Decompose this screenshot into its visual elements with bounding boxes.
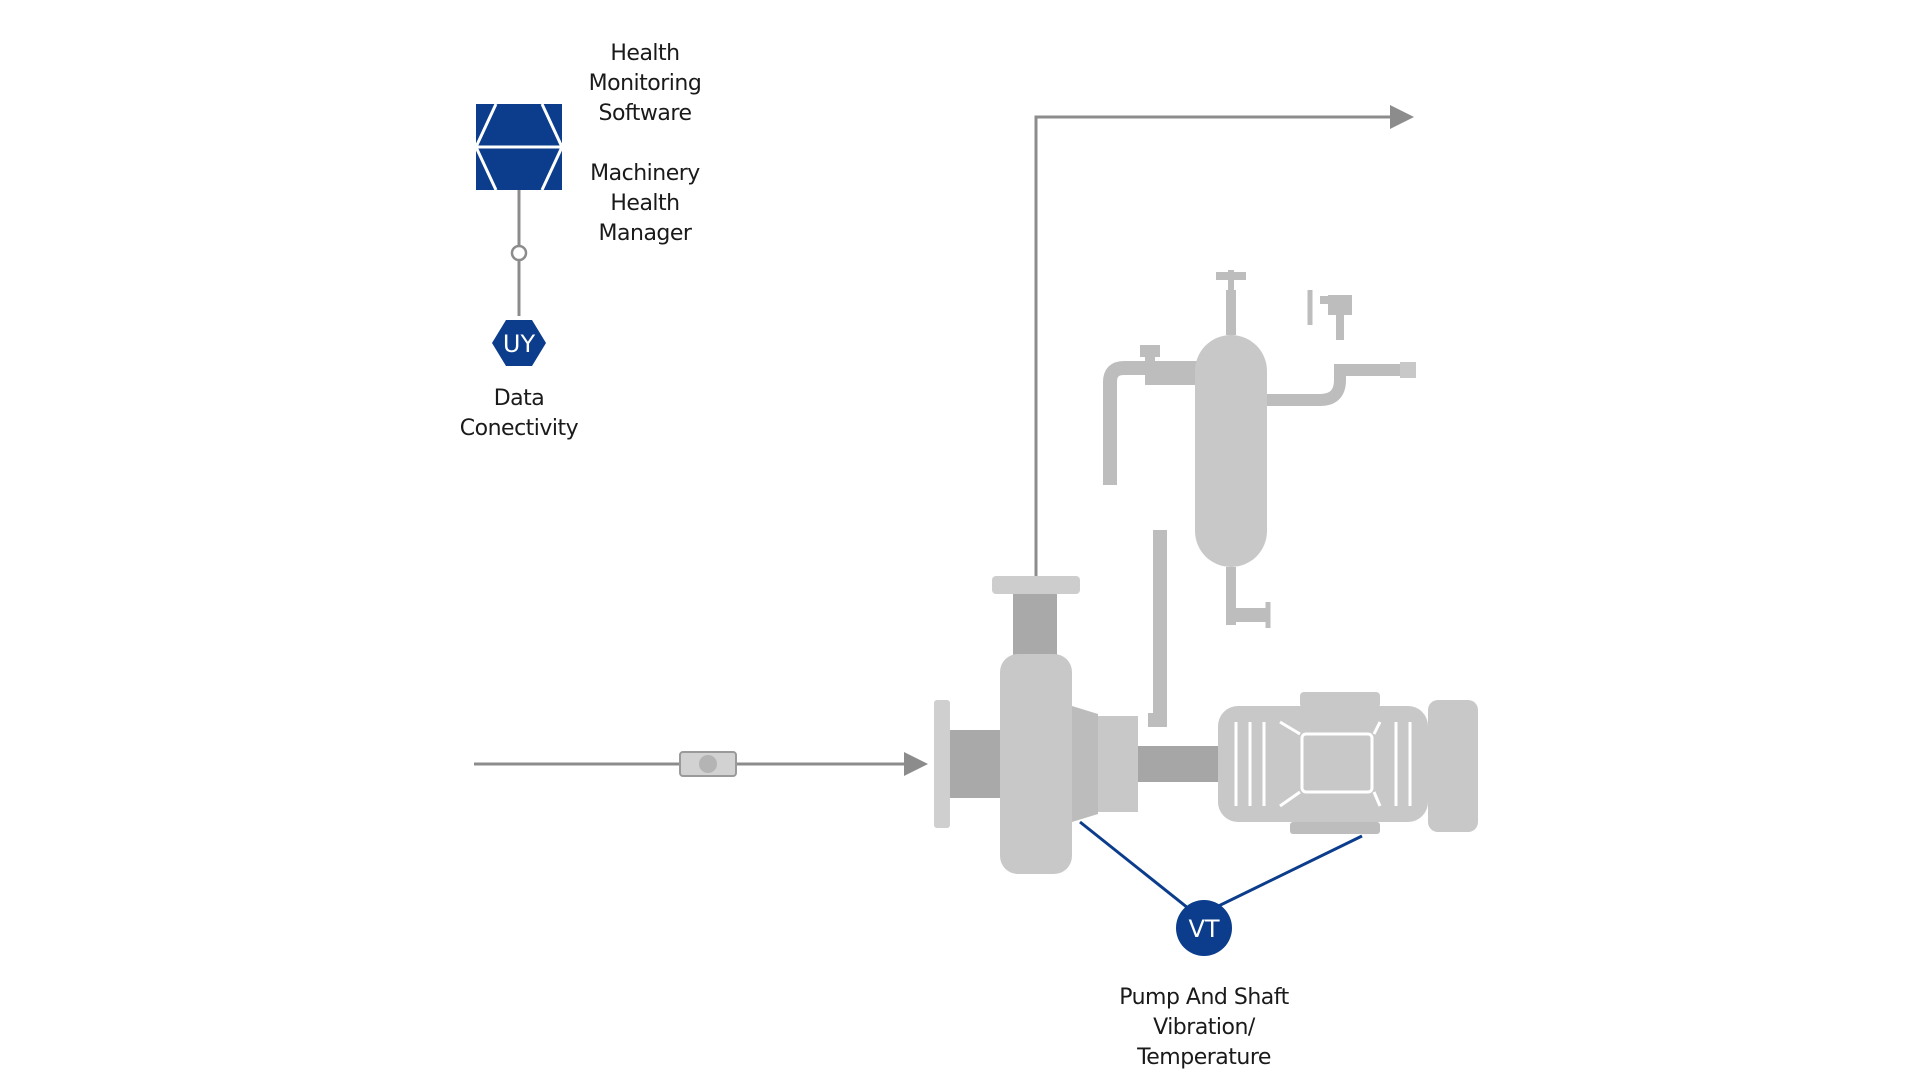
manager-label-line: Manager: [598, 221, 692, 246]
sensor-label-line: Temperature: [1137, 1045, 1271, 1070]
health-monitoring-software-icon: [474, 103, 564, 191]
connectivity-label-line: Data: [493, 386, 545, 411]
vibration-transmitter-badge-text: VT: [1188, 915, 1219, 943]
manager-label: Machinery Health Manager: [560, 159, 730, 249]
software-label-line: Health: [610, 41, 680, 66]
electric-motor-icon: [1218, 692, 1478, 834]
sensor-label-line: Pump And Shaft: [1119, 985, 1289, 1010]
sensor-label-line: Vibration/: [1153, 1015, 1255, 1040]
seal-pot-vessel-icon: [1103, 270, 1416, 727]
sensor-label: Pump And Shaft Vibration/ Temperature: [1094, 983, 1314, 1073]
suction-arrow-icon: [904, 752, 928, 776]
software-label-line: Monitoring: [588, 71, 702, 96]
manager-label-line: Machinery: [590, 161, 700, 186]
software-label-line: Software: [598, 101, 692, 126]
centrifugal-pump-icon: [934, 576, 1218, 874]
software-label: Health Monitoring Software: [560, 39, 730, 129]
suction-line: [474, 751, 928, 777]
connectivity-label-line: Conectivity: [459, 416, 579, 441]
inline-valve-icon: [679, 751, 737, 777]
discharge-line: [1034, 105, 1414, 578]
data-connectivity-badge-text: UY: [503, 330, 536, 358]
manager-label-line: Health: [610, 191, 680, 216]
connectivity-label: Data Conectivity: [434, 384, 604, 444]
vibration-transmitter-badge: VT: [1176, 900, 1232, 956]
software-to-connectivity-link: [510, 190, 528, 316]
sensor-wiring: [1079, 820, 1363, 918]
discharge-arrow-icon: [1390, 105, 1414, 129]
data-connectivity-badge: UY: [492, 320, 546, 366]
